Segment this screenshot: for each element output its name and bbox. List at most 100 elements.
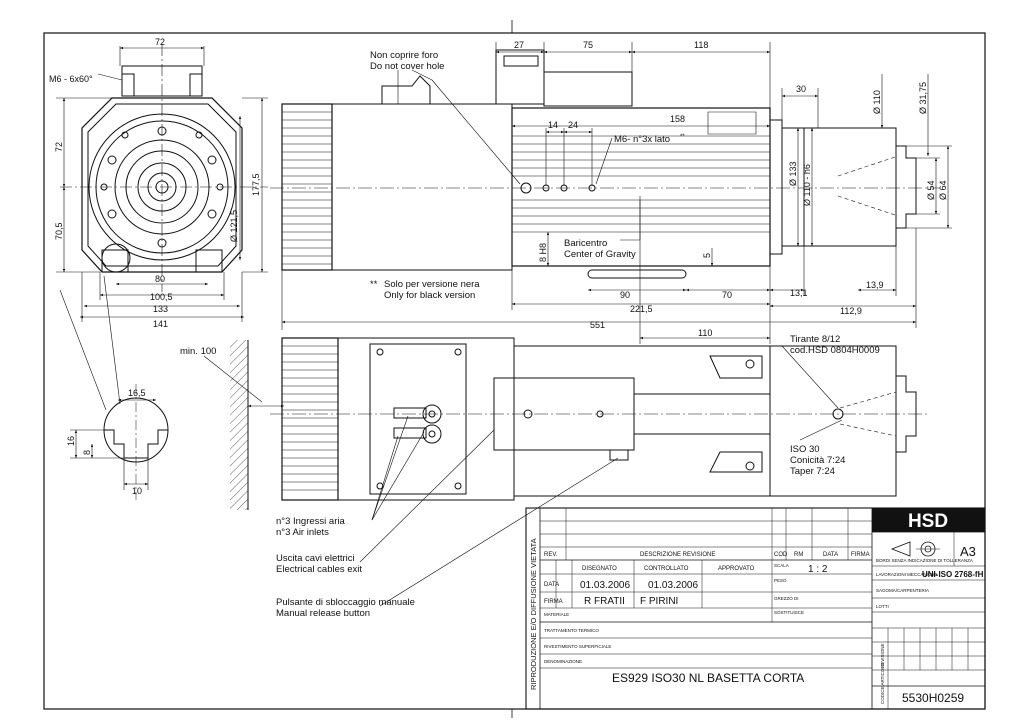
lots-label: LOTTI xyxy=(876,604,889,609)
rev-description-header: DESCRIZIONE REVISIONE xyxy=(640,552,715,558)
front-view xyxy=(60,44,268,292)
heat-treatment-label: TRATTAMENTO TERMICO xyxy=(544,628,599,633)
weight-label: PESO xyxy=(774,578,787,583)
date-row-label: DATA xyxy=(544,582,559,588)
note-cable-en: Electrical cables exit xyxy=(276,564,362,575)
dim-30: 30 xyxy=(796,84,806,94)
dim-158: 158 xyxy=(670,114,685,124)
name-label: DENOMINAZIONE xyxy=(544,659,582,664)
dim-121-5: Ø 121,5 xyxy=(229,210,239,242)
company-logo: HSD xyxy=(908,511,948,532)
dim-dia-133: Ø 133 xyxy=(788,161,798,186)
note-cog-en: Center of Gravity xyxy=(564,249,636,260)
note-thread-side: M6- n°3x lato xyxy=(614,134,670,145)
scale-label: SCALA xyxy=(774,563,789,568)
dim-70: 70 xyxy=(722,290,732,300)
checked-by-header: CONTROLLATO xyxy=(644,566,689,572)
note-cog-it: Baricentro xyxy=(564,238,607,249)
sheet-border xyxy=(43,32,986,710)
dim-dia-54: Ø 54 xyxy=(926,180,936,200)
coating-label: RIVESTIMENTO SUPERFICIALE xyxy=(544,644,611,649)
article-code-label: CODICE ARTICOLO xyxy=(880,662,885,704)
note-tie-code: cod.HSD 0804H0009 xyxy=(790,345,880,356)
note-black-it: Solo per versione nera xyxy=(384,279,480,290)
dim-8: 8 xyxy=(82,450,92,455)
article-code: 5530H0259 xyxy=(902,691,964,705)
reproduction-notice: RIPRODUZIONE E/O DIFFUSIONE VIETATA xyxy=(529,538,538,690)
dim-110-bottom: 110 xyxy=(698,328,712,338)
date-drawn: 01.03.2006 xyxy=(580,580,630,591)
signature-row-label: FIRMA xyxy=(544,599,563,605)
material-label: MATERIALE xyxy=(544,612,569,617)
dim-90: 90 xyxy=(620,290,630,300)
dim-141: 141 xyxy=(153,319,168,329)
dim-551: 551 xyxy=(590,320,605,330)
dim-221-5: 221,5 xyxy=(630,304,653,314)
replaces-label: SOSTITUISCE xyxy=(774,610,804,615)
tolerance-note: BORDI SENZA INDICAZIONE DI TOLLERANZA xyxy=(876,558,973,563)
note-thread-mark: ** xyxy=(680,134,685,140)
dim-100-5: 100,5 xyxy=(150,292,173,302)
dim-13-1: 13,1 xyxy=(790,288,808,298)
dim-27: 27 xyxy=(514,40,524,50)
note-cover-en: Do not cover hole xyxy=(370,61,444,72)
dim-133: 133 xyxy=(153,304,168,314)
drawing-title: ES929 ISO30 NL BASETTA CORTA xyxy=(612,671,804,685)
dim-80: 80 xyxy=(155,274,165,284)
tolerance-standard: UNI-ISO 2768-fH xyxy=(922,570,984,579)
dim-72-top: 72 xyxy=(155,37,165,47)
date-checked: 01.03.2006 xyxy=(648,580,698,591)
wall-clearance xyxy=(203,340,284,510)
shape-label: SAGOMA/CARPENTERIA xyxy=(876,588,929,593)
signer-drawn: R FRATII xyxy=(584,596,625,607)
scale-value: 1 : 2 xyxy=(808,564,828,575)
dim-14: 14 xyxy=(548,120,558,130)
drawn-by-header: DISEGNATO xyxy=(582,566,617,572)
dim-5: 5 xyxy=(702,253,712,258)
side-view xyxy=(270,49,940,279)
note-air-en: n°3 Air inlets xyxy=(276,527,329,538)
dim-16: 16 xyxy=(66,436,76,446)
dim-24: 24 xyxy=(568,120,578,130)
date-header: DATA xyxy=(823,552,838,558)
approved-by-header: APPROVATO xyxy=(718,566,755,572)
dim-dia-31-75: Ø 31,75 xyxy=(918,82,928,114)
dim-112-9: 112,9 xyxy=(840,306,862,316)
dim-dia-110: Ø 110 xyxy=(872,90,882,114)
company-logo-box xyxy=(872,508,985,532)
dim-13-9: 13,9 xyxy=(866,280,884,290)
note-taper-en: Taper 7:24 xyxy=(790,466,835,477)
machining-label: LAVORAZIONI MECCANICHE xyxy=(876,572,937,577)
rev-header: REV. xyxy=(544,552,558,558)
note-black-en: Only for black version xyxy=(384,290,475,301)
dim-75: 75 xyxy=(583,40,593,50)
dim-72-left: 72 xyxy=(54,142,64,152)
thread-callout: M6 - 6x60° xyxy=(49,74,93,84)
keyway-detail xyxy=(59,275,169,500)
dim-dia-64: Ø 64 xyxy=(938,180,948,200)
note-air-it: n°3 Ingressi aria xyxy=(276,516,345,527)
note-release-it: Pulsante di sbloccaggio manuale xyxy=(276,597,415,608)
bottom-view xyxy=(270,337,930,501)
signer-checked: F PIRINI xyxy=(640,596,678,607)
note-tie-rod: Tirante 8/12 xyxy=(790,334,840,345)
title-block xyxy=(525,507,986,710)
note-release-en: Manual release button xyxy=(276,608,370,619)
rm-header: RM xyxy=(794,552,803,558)
note-cover-it: Non coprire foro xyxy=(370,50,438,61)
dim-70-5: 70,5 xyxy=(54,222,64,240)
note-iso30: ISO 30 xyxy=(790,444,820,455)
dim-10: 10 xyxy=(132,486,142,496)
dim-16-5: 16,5 xyxy=(128,388,146,398)
dim-dia-110-h6: Ø 110 - h6 xyxy=(802,164,812,206)
min-distance-label: min. 100 xyxy=(180,346,216,357)
dim-118: 118 xyxy=(694,40,708,50)
revision-vertical-label: REVISIONE xyxy=(880,643,885,668)
cod-header: COD xyxy=(774,552,788,558)
signature-header: FIRMA xyxy=(851,552,870,558)
note-taper-it: Conicità 7:24 xyxy=(790,455,845,466)
note-black-mark: ** xyxy=(370,279,378,290)
dim-177-5: 177,5 xyxy=(251,173,261,196)
note-cable-it: Uscita cavi elettrici xyxy=(276,553,355,564)
